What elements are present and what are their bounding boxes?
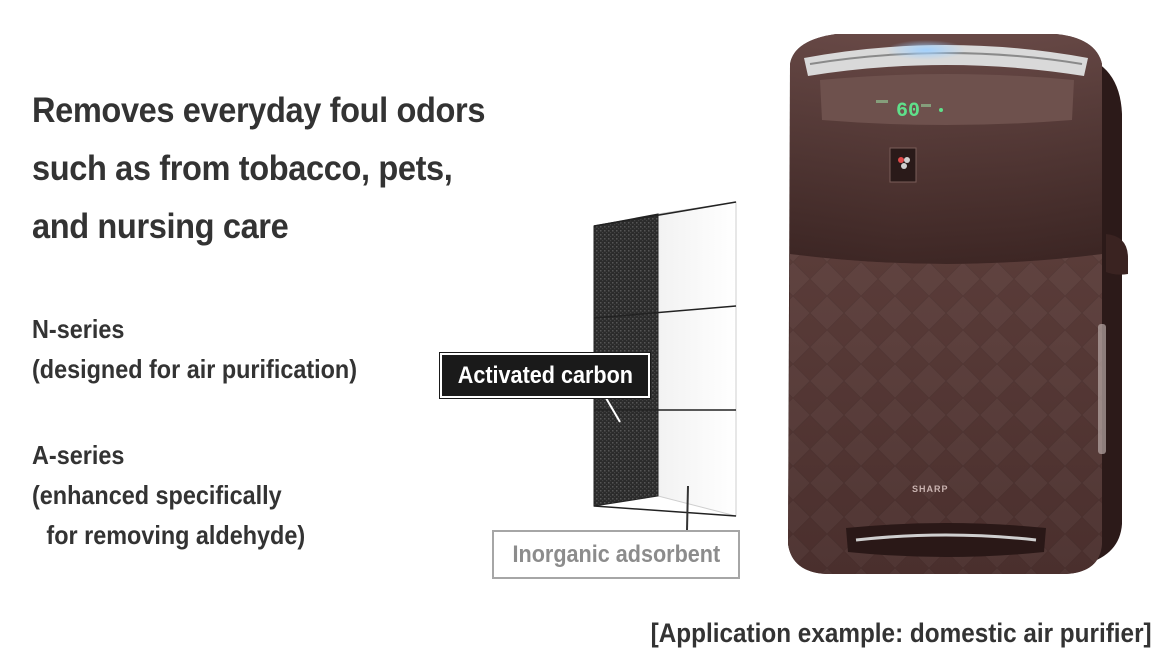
image-caption: [Application example: domestic air purif… (651, 618, 1152, 648)
filter-illustration (593, 201, 737, 530)
n-series-name: N-series (32, 314, 125, 344)
headline-line-2: such as from tobacco, pets, (32, 149, 453, 188)
n-series-block: N-series (designed for air purification) (32, 309, 357, 389)
headline-line-3: and nursing care (32, 207, 289, 246)
inorganic-adsorbent-label: Inorganic adsorbent (492, 530, 740, 579)
activated-carbon-label: Activated carbon (439, 352, 651, 399)
n-series-description: (designed for air purification) (32, 354, 358, 384)
air-purifier-image: 60 SHARP (788, 34, 1128, 574)
headline: Removes everyday foul odors such as from… (32, 82, 553, 256)
inorganic-adsorbent-layer (657, 201, 737, 517)
a-series-description-line-1: (enhanced specifically (32, 480, 282, 510)
purifier-brand: SHARP (912, 484, 949, 494)
purifier-display-value: 60 (896, 100, 920, 123)
a-series-description-line-2: for removing aldehyde) (46, 520, 306, 550)
a-series-block: A-series (enhanced specifically for remo… (32, 435, 305, 555)
headline-line-1: Removes everyday foul odors (32, 91, 486, 130)
a-series-name: A-series (32, 440, 125, 470)
